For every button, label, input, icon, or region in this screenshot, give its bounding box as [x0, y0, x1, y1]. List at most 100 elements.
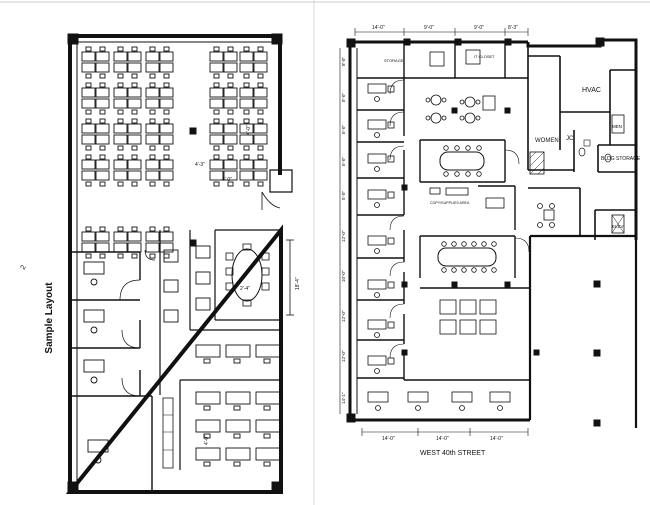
chair: [481, 267, 487, 273]
chair: [203, 358, 211, 364]
dim-side-3: 6'-0": [341, 125, 346, 134]
workstation-desk: [223, 170, 238, 181]
workstation-desk: [459, 319, 477, 335]
workstation-desk: [239, 51, 254, 62]
chair: [149, 82, 156, 88]
chair: [131, 154, 138, 160]
workstation-desk: [239, 134, 254, 145]
street-label: WEST 40th STREET: [420, 450, 486, 457]
chair: [131, 46, 138, 52]
lounge-table: [430, 94, 442, 106]
room-men: MEN: [612, 124, 622, 129]
workstation-desk: [439, 319, 457, 335]
chair: [465, 145, 471, 151]
chair: [149, 109, 156, 115]
workstation-desk: [223, 51, 238, 62]
workstation-desk: [127, 62, 142, 73]
chair: [85, 154, 92, 160]
workstation-desk: [145, 134, 160, 145]
chair: [497, 405, 503, 411]
chair: [149, 226, 156, 232]
chair: [263, 433, 271, 439]
dim-side-2: 8'-0": [341, 93, 346, 102]
dim-side-5: 5'-0": [341, 191, 346, 200]
workstation-desk: [195, 344, 221, 358]
workstation-desk: [239, 123, 254, 134]
lounge-table: [464, 112, 476, 124]
chair: [233, 433, 241, 439]
chair: [163, 181, 170, 187]
workstation-desk: [253, 98, 268, 109]
chair: [243, 82, 250, 88]
chair: [99, 181, 106, 187]
chair: [163, 145, 170, 151]
chair: [374, 166, 380, 172]
workstation-desk: [159, 242, 174, 253]
workstation-desk: [223, 134, 238, 145]
chair: [203, 433, 211, 439]
chair: [425, 97, 431, 103]
chair: [491, 267, 497, 273]
chair: [131, 253, 138, 259]
chair: [117, 181, 124, 187]
chair: [257, 154, 264, 160]
chair: [163, 73, 170, 79]
right-floor-plan: [339, 28, 638, 436]
lounge-table: [430, 112, 442, 124]
side-label: Sample Layout: [44, 282, 55, 354]
workstation-desk: [195, 245, 211, 259]
chair: [243, 109, 250, 115]
workstation-desk: [209, 159, 224, 170]
chair: [441, 241, 447, 247]
room-jc: JC: [566, 136, 574, 142]
chair: [227, 118, 234, 124]
workstation-desk: [239, 98, 254, 109]
side-table: [387, 281, 395, 289]
workstation-desk: [113, 98, 128, 109]
office-desk: [451, 391, 473, 403]
workstation-desk: [145, 87, 160, 98]
dim-top-2: 9'-0": [424, 25, 434, 31]
chair: [257, 118, 264, 124]
office-desk: [367, 153, 387, 164]
chair: [149, 46, 156, 52]
workstation-desk: [209, 123, 224, 134]
chair: [99, 82, 106, 88]
workstation-desk: [255, 447, 281, 461]
workstation-desk: [255, 344, 281, 358]
workstation-desk: [195, 391, 221, 405]
chair: [443, 145, 449, 151]
chair: [94, 456, 102, 464]
workstation-desk: [225, 344, 251, 358]
dim-top-4: 8'-3": [508, 25, 518, 31]
chair: [459, 115, 465, 121]
chair: [374, 368, 380, 374]
chair: [441, 97, 447, 103]
chair: [441, 115, 447, 121]
workstation-desk: [159, 170, 174, 181]
chair: [374, 248, 380, 254]
chair: [85, 253, 92, 259]
break-table: [485, 197, 505, 209]
chair: [227, 73, 234, 79]
chair: [131, 82, 138, 88]
workstation-desk: [145, 98, 160, 109]
chair: [131, 118, 138, 124]
chair: [227, 154, 234, 160]
chair: [99, 73, 106, 79]
office-desk: [367, 279, 387, 290]
chair: [227, 82, 234, 88]
workstation-desk: [127, 98, 142, 109]
chair: [257, 73, 264, 79]
chair: [476, 171, 482, 177]
supplies-counter: [445, 187, 469, 196]
chair: [99, 226, 106, 232]
workstation-desk: [253, 170, 268, 181]
dim-bottom-2: 14'-0": [436, 436, 449, 442]
chair: [213, 145, 220, 151]
chair: [117, 73, 124, 79]
chair: [374, 96, 380, 102]
workstation-desk: [479, 319, 497, 335]
workstation-desk: [225, 447, 251, 461]
workstation-desk: [113, 87, 128, 98]
